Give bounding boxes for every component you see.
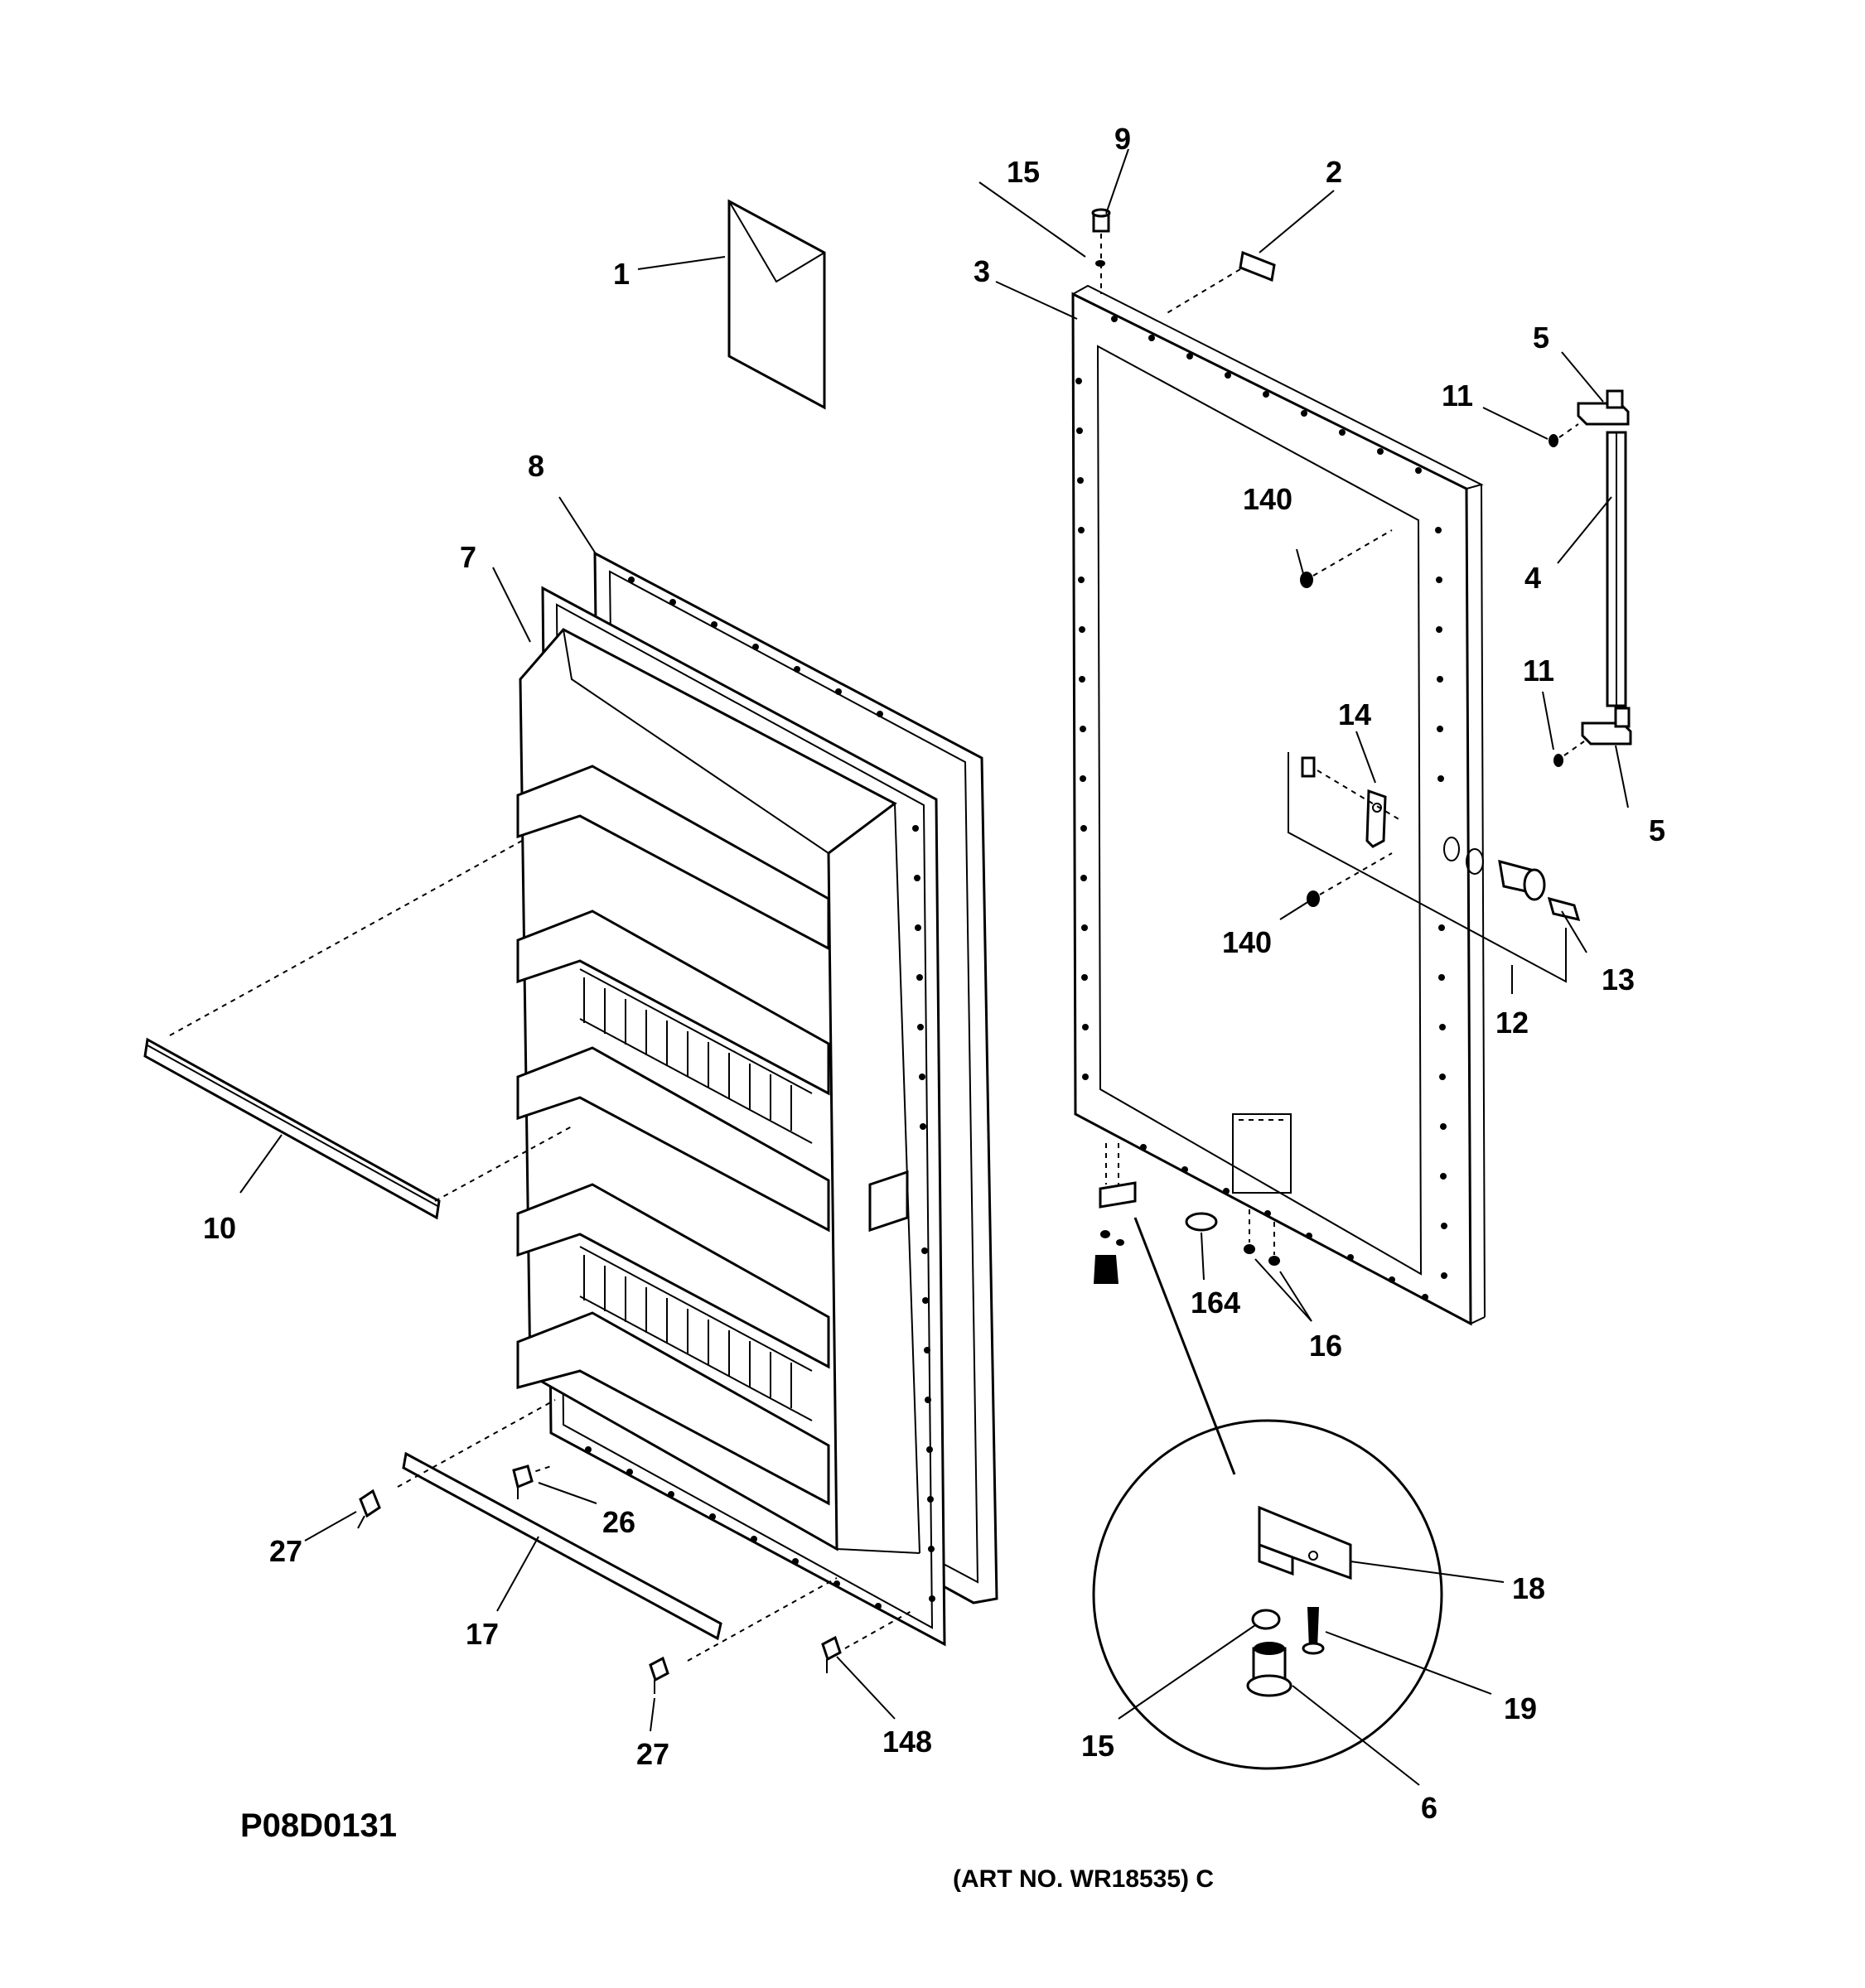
part-label: 140 (1243, 482, 1292, 516)
part-label: 10 (203, 1211, 236, 1245)
part-label: 148 (882, 1725, 932, 1759)
leader-lines (239, 148, 1629, 1786)
handle-assembly-drawing (1549, 389, 1632, 767)
part-label: 140 (1222, 925, 1272, 959)
detail-circle-drawing (1092, 1419, 1443, 1770)
part-label: 15 (1007, 155, 1040, 189)
part-label: 9 (1114, 122, 1131, 156)
diagram-code: P08D0131 (240, 1807, 397, 1844)
part-label: 27 (636, 1737, 669, 1771)
part-label: 18 (1512, 1571, 1545, 1605)
part-label: 17 (466, 1617, 499, 1651)
art-number: (ART NO. WR18535) C (953, 1865, 1214, 1893)
bottom-bar-17-drawing (357, 1399, 912, 1694)
part-label: 12 (1495, 1006, 1529, 1040)
part-label: 4 (1524, 561, 1541, 595)
part-label: 5 (1649, 813, 1665, 847)
lock-assembly-drawing (1288, 752, 1581, 983)
part-label: 27 (269, 1534, 302, 1568)
outer-door-panel-drawing (1071, 284, 1486, 1326)
part-label: 164 (1191, 1286, 1240, 1320)
top-plug-drawing (1091, 208, 1111, 294)
part-label: 5 (1533, 321, 1549, 355)
part-labels: 1 2 3 4 5 5 6 7 8 9 10 11 11 12 13 14 15… (203, 122, 1665, 1825)
part-label: 13 (1602, 963, 1635, 996)
part-label: 26 (602, 1505, 635, 1539)
part-label: 11 (1442, 379, 1473, 413)
part-label: 6 (1421, 1791, 1437, 1825)
part-label: 7 (460, 540, 476, 574)
booklet-drawing (727, 199, 826, 410)
part-label: 15 (1081, 1729, 1114, 1763)
part-label: 1 (613, 257, 630, 291)
inner-liner-drawing (516, 628, 935, 1609)
part-label: 3 (974, 254, 990, 288)
part-label: 2 (1326, 155, 1342, 189)
part-label: 8 (528, 449, 544, 483)
shelf-bar-10-drawing (143, 840, 573, 1220)
bottom-hardware-drawing (1094, 1143, 1280, 1475)
part-label: 16 (1309, 1329, 1342, 1363)
part-label: 14 (1338, 697, 1371, 731)
top-label-drawing (1163, 250, 1276, 316)
part-label: 11 (1523, 654, 1554, 688)
part-label: 19 (1504, 1691, 1537, 1725)
